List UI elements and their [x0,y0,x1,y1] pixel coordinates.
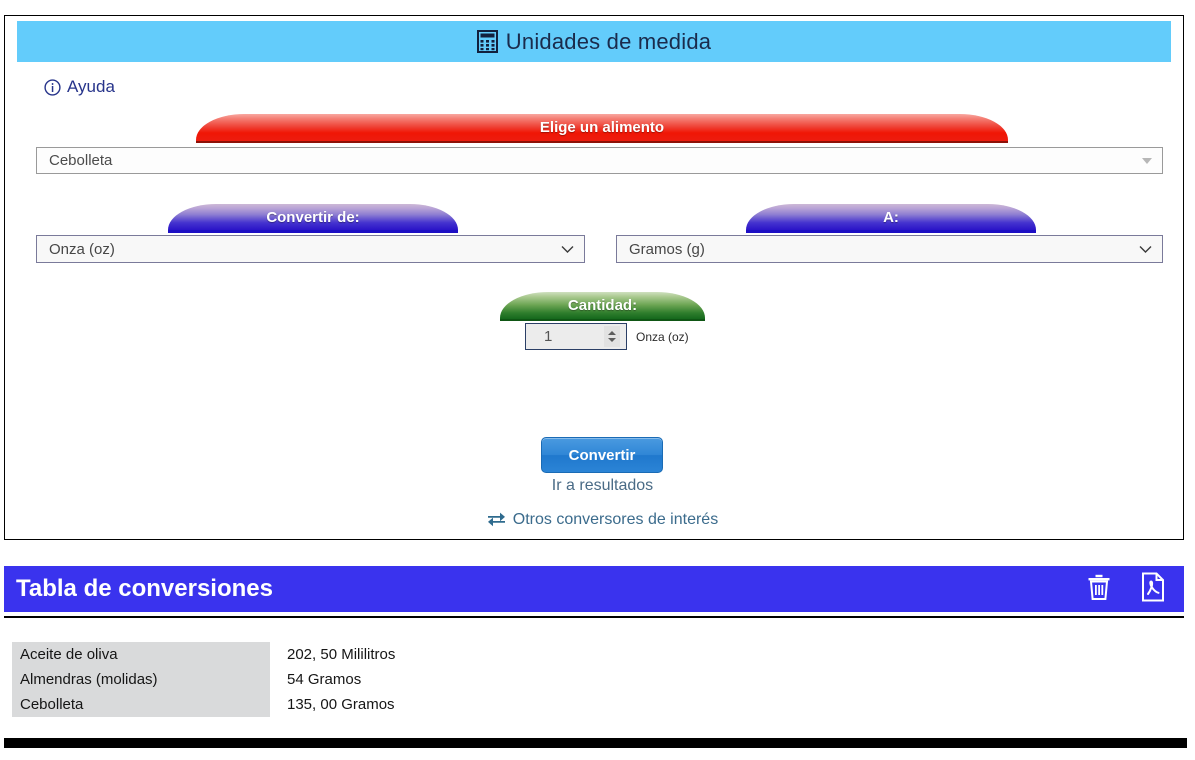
convert-from-banner-label: Convertir de: [266,208,360,226]
table-cell-value: 135, 00 Gramos [270,692,712,717]
table-cell-name: Almendras (molidas) [12,667,270,692]
conversion-table-header: Tabla de conversiones [4,566,1184,612]
spinner-up-arrow[interactable] [608,331,616,335]
quantity-value: 1 [544,328,553,345]
converter-panel: Unidades de medida Ayuda Elige un alimen… [4,15,1184,540]
table-divider [4,616,1184,618]
chevron-down-icon [561,245,574,254]
convert-from-banner: Convertir de: [168,204,458,233]
table-row: Aceite de oliva 202, 50 Mililitros [12,642,712,667]
convert-button-label: Convertir [568,446,636,464]
convert-button[interactable]: Convertir [541,437,663,473]
info-circle-icon [44,78,61,96]
conversion-table: Aceite de oliva 202, 50 Mililitros Almen… [12,642,712,717]
app-header: Unidades de medida [17,21,1171,62]
calculator-icon [476,30,498,53]
go-to-results-label: Ir a resultados [551,477,654,494]
swap-arrows-icon [487,512,506,528]
table-cell-value: 202, 50 Mililitros [270,642,712,667]
convert-from-value: Onza (oz) [49,240,115,258]
conversion-table-body: Aceite de oliva 202, 50 Mililitros Almen… [12,642,712,717]
conversion-table-title: Tabla de conversiones [16,575,273,602]
page-title: Unidades de medida [505,28,712,54]
bottom-bar [4,738,1187,748]
other-converters-label: Otros conversores de interés [512,511,719,528]
table-cell-name: Cebolleta [12,692,270,717]
go-to-results-link[interactable]: Ir a resultados [5,477,1195,495]
conversion-table-tools [1086,572,1166,607]
quantity-input[interactable]: 1 [525,323,627,350]
trash-icon[interactable] [1086,573,1112,606]
triangle-down-icon [1142,157,1152,164]
quantity-unit-label: Onza (oz) [636,329,689,344]
chevron-down-icon [1139,245,1152,254]
help-label: Ayuda [67,77,115,96]
convert-from-select[interactable]: Onza (oz) [36,235,585,263]
pdf-file-icon[interactable] [1140,572,1166,607]
quantity-row: 1 Onza (oz) [525,323,689,350]
convert-to-select[interactable]: Gramos (g) [616,235,1163,263]
food-banner-label: Elige un alimento [539,119,665,136]
table-row: Cebolleta 135, 00 Gramos [12,692,712,717]
food-banner: Elige un alimento [196,114,1008,143]
quantity-banner-label: Cantidad: [567,297,638,314]
other-converters-link[interactable]: Otros conversores de interés [5,511,1195,529]
quantity-banner: Cantidad: [500,292,705,321]
table-cell-value: 54 Gramos [270,667,712,692]
convert-to-value: Gramos (g) [629,240,705,258]
help-link[interactable]: Ayuda [44,77,115,97]
table-cell-name: Aceite de oliva [12,642,270,667]
food-select-value: Cebolleta [49,152,113,169]
table-row: Almendras (molidas) 54 Gramos [12,667,712,692]
spinner-down-arrow[interactable] [608,338,616,342]
convert-to-banner: A: [746,204,1036,233]
convert-to-banner-label: A: [883,208,899,226]
food-select[interactable]: Cebolleta [36,147,1163,174]
spinner-updown-icon[interactable] [604,326,620,347]
